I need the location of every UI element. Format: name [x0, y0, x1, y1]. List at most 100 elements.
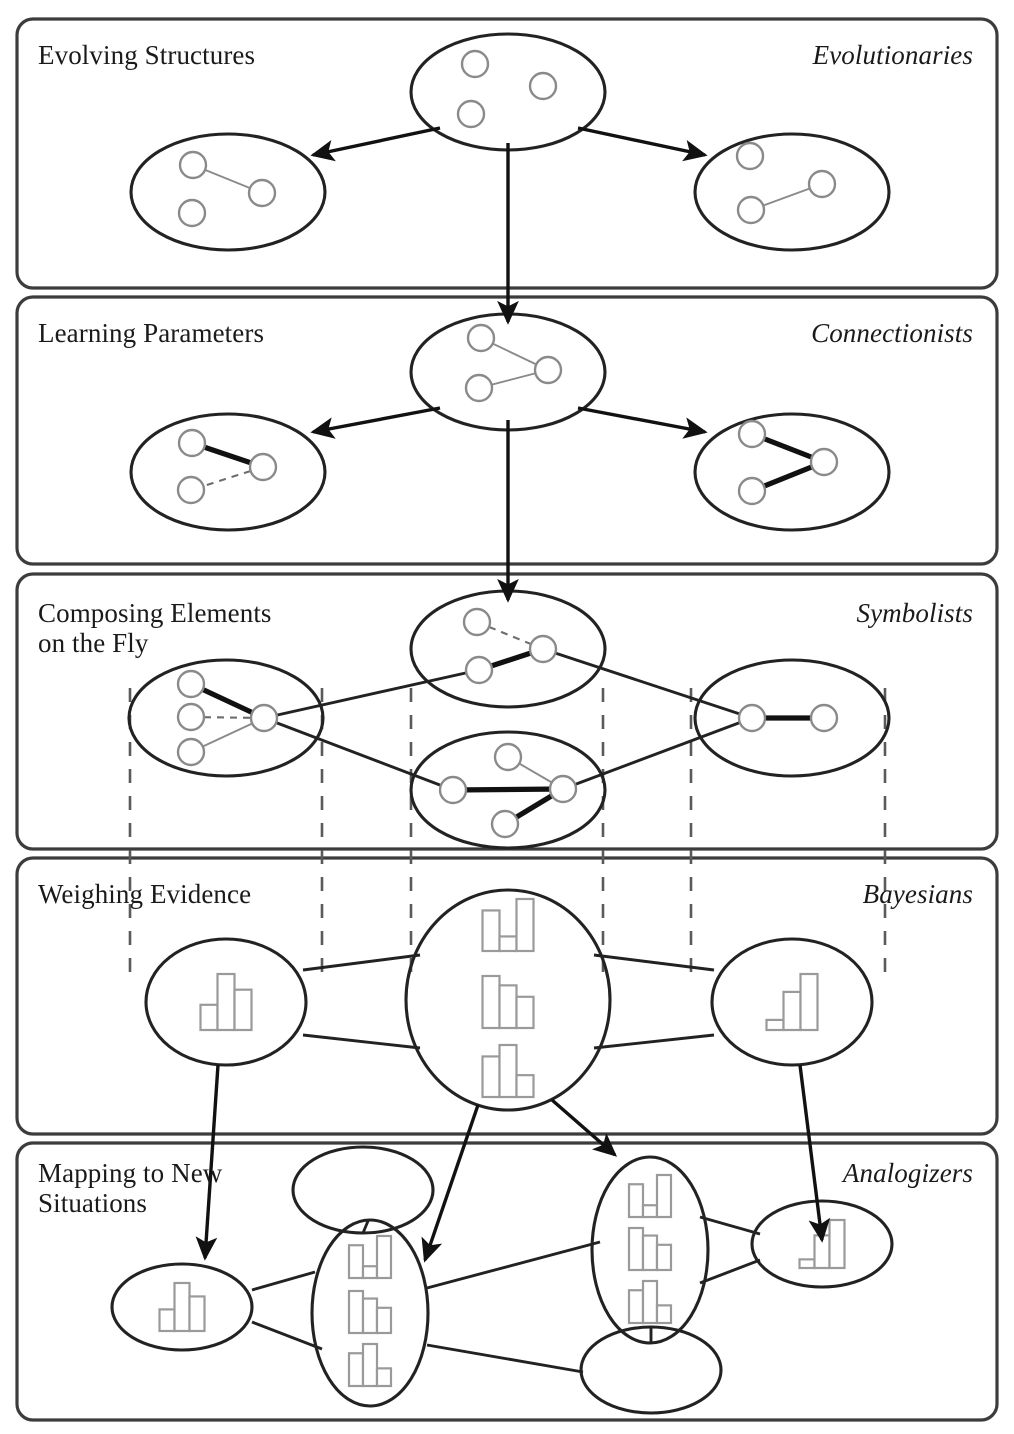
p3-bottom-center — [409, 730, 607, 850]
p2-left-outline — [129, 412, 327, 532]
p3-left-node-1 — [176, 702, 206, 732]
p4-out-arrow-to-bottom-center — [421, 1104, 480, 1263]
p5-left-histogram-bar-1 — [173, 1281, 191, 1333]
p4-center-histogram-2 — [481, 1043, 535, 1099]
graph-ellipses-layer — [110, 32, 894, 1415]
p4-link-1 — [302, 1033, 421, 1050]
p3-bottom-center-outline — [409, 730, 607, 850]
panel-stage-label-bayesians: Weighing Evidence — [38, 879, 252, 909]
p4-out-arrow-to-bottom-upper-right — [550, 1098, 618, 1157]
p5-upper-right-outline — [590, 1155, 710, 1345]
p2-right-outline — [693, 412, 891, 532]
p2-center-outline — [409, 312, 607, 432]
p5-upper-right-histogram-1-bar-2 — [655, 1243, 673, 1272]
p2-arrow-0 — [310, 406, 441, 439]
p2-left-node-2 — [176, 475, 206, 505]
p2-center — [409, 312, 607, 432]
p4-center-histogram-2-bar-2 — [515, 1074, 535, 1099]
p5-upper-right-histogram-2-bar-1 — [641, 1279, 659, 1325]
p3-left — [127, 658, 325, 778]
p2-center-node-1 — [533, 355, 563, 385]
p5-upper-right-histogram-1-bar-0 — [627, 1226, 645, 1272]
p3-left-node-3 — [249, 703, 279, 733]
p5-upper-right-histogram-2-bar-0 — [627, 1289, 645, 1325]
p5-link-6 — [699, 1258, 761, 1285]
p3-right — [693, 658, 891, 778]
p5-upper-right-histogram-0-bar-2 — [655, 1173, 673, 1219]
p3-left-node-2 — [176, 737, 206, 767]
panel-stage-label-connectionists: Learning Parameters — [38, 318, 265, 348]
p5-link-2 — [251, 1320, 323, 1351]
p5-upper-right-histogram-0-bar-1 — [641, 1204, 659, 1219]
p5-center-histogram-2-bar-0 — [347, 1352, 365, 1388]
p2-right-node-0 — [737, 419, 767, 449]
p5-upper-right — [590, 1155, 710, 1345]
p3-right-outline — [693, 658, 891, 778]
p1-left-node-2 — [177, 198, 207, 228]
p3-bottom-center-node-2 — [548, 774, 578, 804]
p1-center — [409, 32, 607, 152]
p5-far-right — [750, 1199, 894, 1289]
p1-center-node-2 — [456, 99, 486, 129]
p5-bottom-small — [579, 1325, 723, 1415]
p5-center-histogram-1-bar-0 — [347, 1289, 365, 1335]
p5-link-4 — [426, 1343, 584, 1374]
p2-left-node-1 — [248, 452, 278, 482]
p2-right-node-1 — [809, 447, 839, 477]
p5-center — [310, 1218, 430, 1408]
p5-center-histogram-2 — [347, 1342, 393, 1388]
p4-right — [710, 937, 874, 1067]
p3-bottom-center-node-1 — [438, 775, 468, 805]
p3-left-outline — [127, 658, 325, 778]
panel-tribe-label-symbolists: Symbolists — [856, 598, 973, 628]
p4-link-2 — [593, 953, 715, 972]
graph-links-layer — [251, 647, 761, 1374]
p3-right-node-1 — [809, 703, 839, 733]
p4-center-histogram-0-bar-2 — [515, 897, 535, 953]
p3-link-0 — [263, 668, 480, 720]
p4-right-outline — [710, 937, 874, 1067]
p4-left-histogram — [199, 972, 253, 1032]
p4-center-histogram-1-bar-1 — [498, 984, 518, 1030]
p2-arrow-1 — [577, 406, 708, 439]
p2-right — [693, 412, 891, 532]
p5-bottom-small-outline — [579, 1325, 723, 1415]
p4-right-histogram-bar-1 — [782, 990, 802, 1032]
p1-right-outline — [693, 132, 891, 252]
p5-upper-right-histogram-2 — [627, 1279, 673, 1325]
p5-center-histogram-0 — [347, 1234, 393, 1280]
p5-upper-right-histogram-2-bar-2 — [655, 1304, 673, 1325]
p3-top-center-outline — [409, 589, 607, 709]
p2-right-node-2 — [737, 476, 767, 506]
p4-right-histogram-bar-2 — [799, 972, 819, 1032]
p3-bottom-center-node-3 — [490, 809, 520, 839]
p5-left — [110, 1262, 254, 1352]
p4-center — [404, 888, 612, 1112]
p2-left-node-0 — [177, 428, 207, 458]
flow-arrows-layer — [195, 126, 831, 1263]
p3-bottom-center-edge-0 — [450, 786, 566, 793]
p5-far-right-histogram-bar-2 — [828, 1218, 846, 1270]
p4-center-histogram-1 — [481, 974, 535, 1030]
p3-link-2 — [542, 647, 753, 720]
p4-link-0 — [302, 953, 421, 972]
p2-center-node-0 — [466, 323, 496, 353]
p1-right — [693, 132, 891, 252]
p5-center-histogram-2-bar-1 — [361, 1342, 379, 1388]
panel-box-analogizers — [15, 1141, 999, 1422]
p4-center-outline — [404, 888, 612, 1112]
p1-center-outline — [409, 32, 607, 152]
p2-left — [129, 412, 327, 532]
p4-center-histogram-2-bar-1 — [498, 1043, 518, 1099]
p1-right-node-0 — [735, 141, 765, 171]
p4-center-histogram-0 — [481, 897, 535, 953]
p4-right-histogram-bar-0 — [765, 1018, 785, 1032]
p5-left-histogram — [158, 1281, 206, 1333]
p2-center-node-2 — [464, 373, 494, 403]
p5-far-right-histogram-bar-1 — [813, 1234, 831, 1270]
p5-center-histogram-0-bar-0 — [347, 1244, 365, 1280]
p1-right-node-2 — [736, 195, 766, 225]
p5-center-histogram-1-bar-2 — [375, 1306, 393, 1335]
p4-center-histogram-0-bar-0 — [481, 909, 501, 953]
